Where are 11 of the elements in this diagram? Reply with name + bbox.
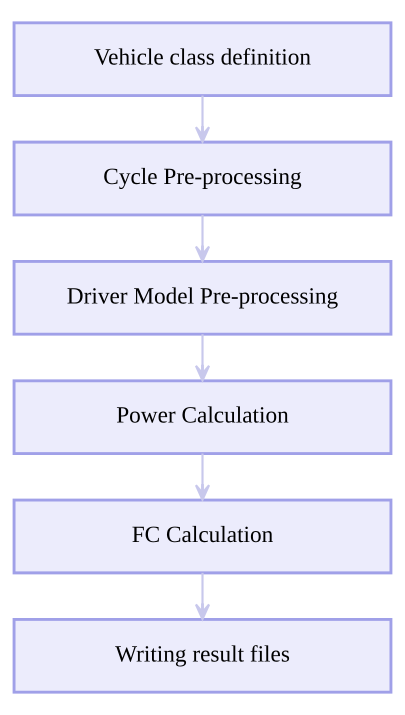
arrow — [194, 214, 210, 262]
arrow — [194, 572, 210, 620]
node-box: Cycle Pre-processing — [12, 140, 392, 216]
arrow — [194, 334, 210, 382]
node-box: FC Calculation — [12, 498, 392, 574]
arrow — [194, 454, 210, 501]
node-box: Writing result files — [12, 618, 392, 694]
arrow — [194, 96, 210, 143]
node-box: Vehicle class definition — [12, 21, 392, 98]
node-box: Driver Model Pre-processing — [12, 260, 392, 336]
node-box: Power Calculation — [12, 379, 392, 455]
